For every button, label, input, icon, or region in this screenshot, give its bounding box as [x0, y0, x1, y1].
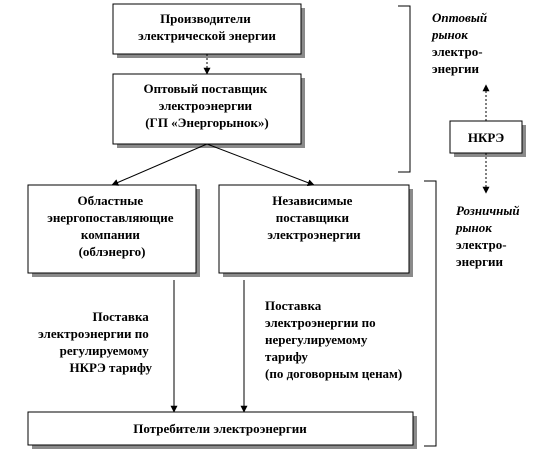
wholesale-supplier-line: Оптовый поставщик — [144, 81, 268, 96]
independent-suppliers-line: электроэнергии — [267, 227, 361, 242]
svg-text:Областные энергопоставля: Областные энергопоставляющие компании (о… — [47, 193, 177, 259]
wholesale-to-independent-arrow — [206, 143, 315, 187]
svg-text:Оптовый поставщик электр: Оптовый поставщик электроэнергии (ГП «Эн… — [144, 81, 271, 130]
nkre-label: НКРЭ — [468, 130, 504, 145]
regional-companies-line: Областные — [78, 193, 144, 208]
wholesale-supplier-box: Оптовый поставщик электроэнергии (ГП «Эн… — [112, 73, 305, 148]
unregulated-note-line: нерегулируемому — [265, 332, 368, 347]
unregulated-note-line: (по договорным ценам) — [265, 366, 402, 381]
svg-text:Поставка электроэнергии по: Поставка электроэнергии по нерегулируемо… — [265, 298, 402, 381]
nkre-box: НКРЭ — [449, 120, 526, 157]
regulated-note-line: регулируемому — [60, 343, 150, 358]
regulated-note-line: электроэнергии по — [38, 326, 149, 341]
regulated-note-line: НКРЭ тарифу — [70, 360, 153, 375]
svg-text:Поставка электроэнергии по: Поставка электроэнергии по регулируемому… — [38, 309, 152, 375]
svg-text:Независимые поставщики: Независимые поставщики электроэнергии — [267, 193, 361, 242]
independent-suppliers-box: Независимые поставщики электроэнергии — [218, 184, 413, 277]
svg-text:Потребители электроэнергии: Потребители электроэнергии — [133, 421, 307, 436]
wholesale-supplier-line: (ГП «Энергорынок») — [145, 115, 269, 130]
unregulated-note-line: тарифу — [265, 349, 308, 364]
consumers-box: Потребители электроэнергии — [27, 411, 417, 449]
producers-box: Производители электрической энергии — [112, 3, 305, 58]
wholesale-market-label: Оптовый рынок электро- энергии — [431, 10, 490, 76]
producers-line: электрической энергии — [138, 28, 276, 43]
unregulated-note-line: электроэнергии по — [265, 315, 376, 330]
wholesale-market-bracket — [398, 5, 411, 173]
independent-suppliers-line: поставщики — [276, 210, 350, 225]
regional-companies-line: (облэнерго) — [79, 244, 146, 259]
regional-companies-box: Областные энергопоставляющие компании (о… — [27, 184, 200, 277]
producers-line: Производители — [160, 11, 251, 26]
regulated-note-line: Поставка — [93, 309, 150, 324]
regional-companies-line: энергопоставляющие — [47, 210, 174, 225]
independent-suppliers-line: Независимые — [272, 193, 352, 208]
unregulated-note-line: Поставка — [265, 298, 322, 313]
retail-market-bracket — [424, 180, 437, 447]
wholesale-supplier-line: электроэнергии — [159, 98, 253, 113]
svg-text:НКРЭ: НКРЭ — [468, 130, 504, 145]
wholesale-to-regional-arrow — [111, 143, 208, 186]
retail-market-label: Розничный рынок электро- энергии — [455, 203, 523, 269]
regional-companies-line: компании — [81, 227, 140, 242]
consumers-line: Потребители электроэнергии — [133, 421, 307, 436]
svg-text:Производители электричес: Производители электрической энергии — [138, 11, 276, 43]
